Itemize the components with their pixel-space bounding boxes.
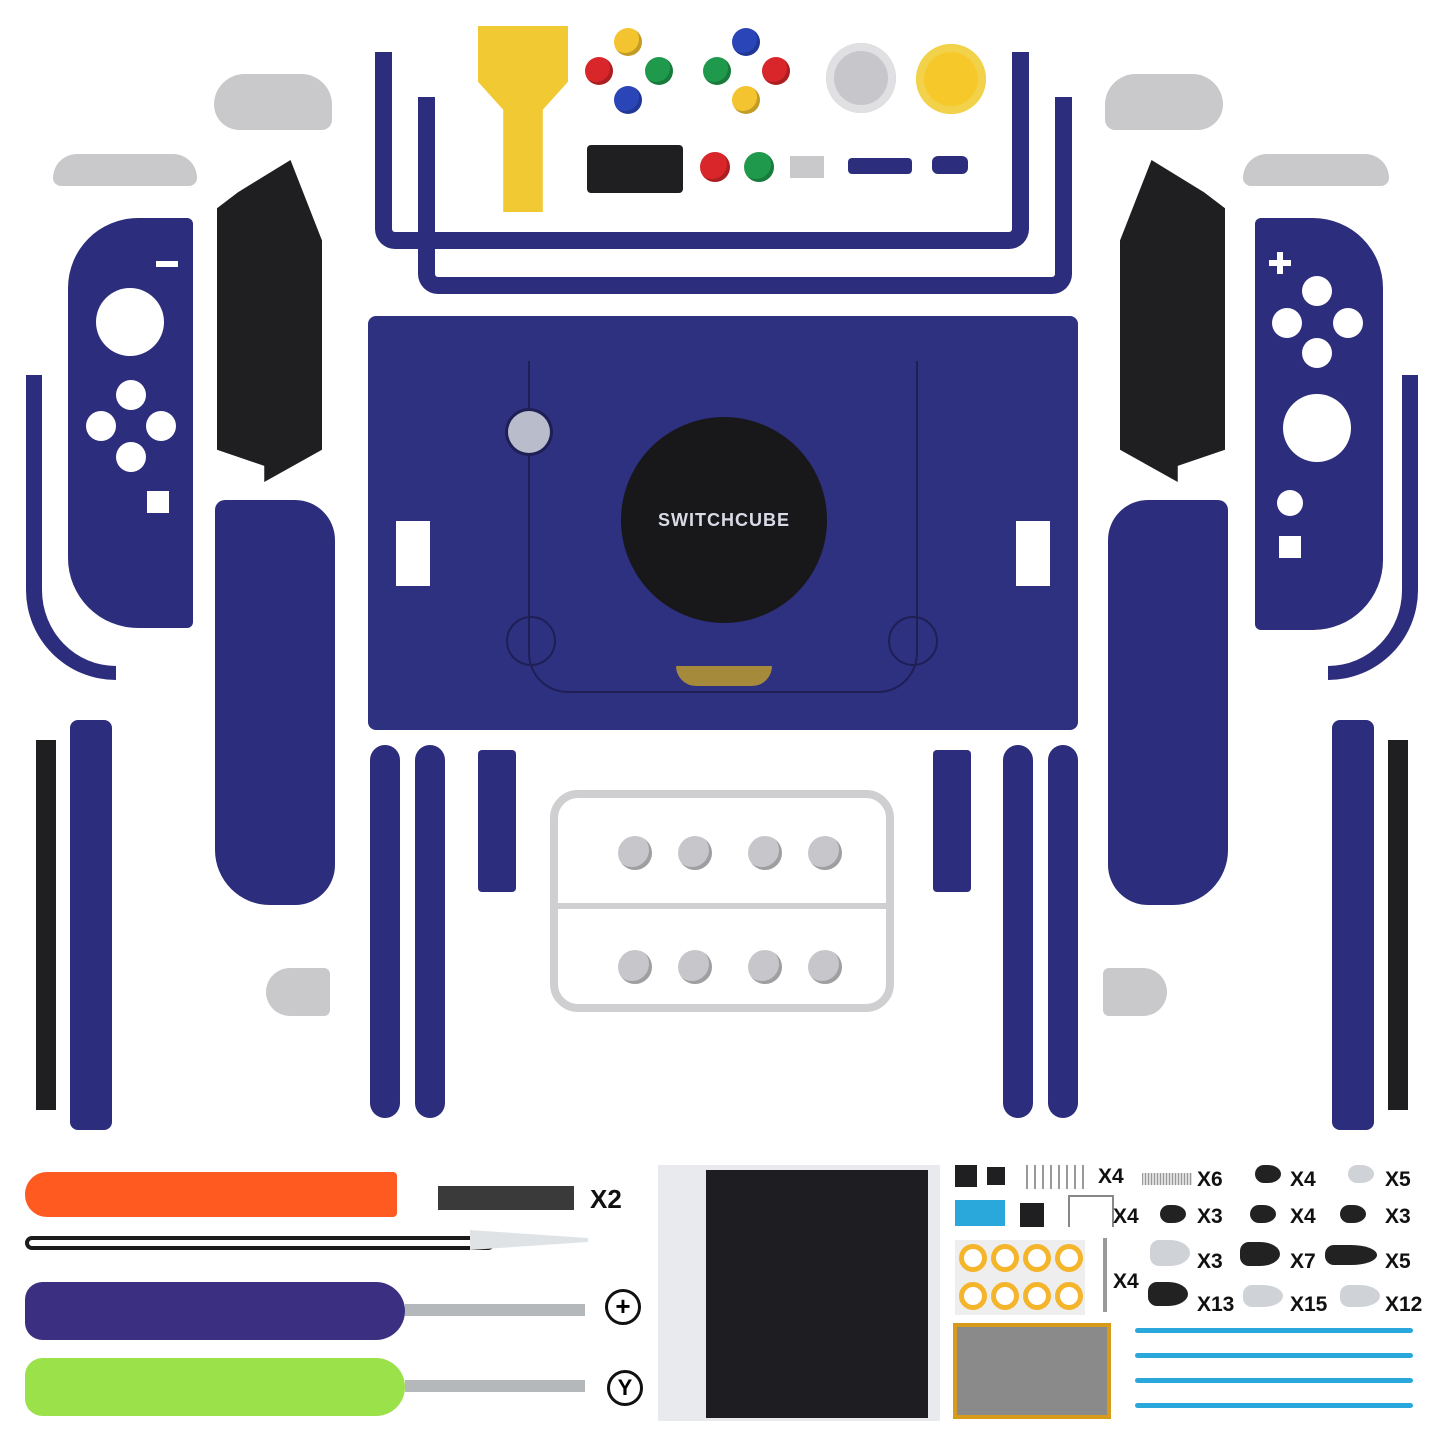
screw-icon [1243,1285,1283,1307]
thermal-pad [953,1323,1111,1419]
zr-trigger [1105,74,1223,130]
count-pins: X4 [1113,1270,1139,1293]
left-joycon-midframe [217,160,322,482]
screw-count: X12 [1385,1293,1423,1316]
right-joycon-back-shell [1108,500,1228,905]
slider-rail [1048,745,1078,1118]
tweezers-tip [470,1230,588,1250]
button-b2 [732,86,760,114]
pry-tool [25,1172,397,1217]
trigon-screwdriver-handle [25,1358,405,1416]
cable-tie [1135,1328,1413,1333]
screw-icon [1255,1165,1281,1183]
screw-count: X4 [1290,1205,1316,1228]
foam-count: X2 [590,1184,622,1214]
button-a2 [762,57,790,85]
spring-small [1142,1173,1192,1185]
screw-icon [1240,1242,1280,1266]
button-y2 [703,57,731,85]
cable-tie [1135,1403,1413,1408]
button-b3 [700,152,730,182]
screw-count: X3 [1197,1205,1223,1228]
right-side-rail-curve [1328,375,1418,680]
joycon-rail-left [70,720,112,1130]
count-spring-small: X6 [1197,1168,1223,1191]
blue-film [955,1200,1005,1226]
phillips-screwdriver-shaft [405,1304,585,1316]
screw-count: X15 [1290,1293,1328,1316]
thumbstick-gray [826,43,896,113]
trigon-screwdriver-shaft [405,1380,585,1392]
slider-rail [1003,745,1033,1118]
inner-frame [418,97,1072,294]
button-x2 [732,28,760,56]
count-wire-clip: X4 [1113,1205,1139,1228]
tweezers [25,1236,495,1250]
button-x [614,28,642,56]
trigger-stopper-left [266,968,330,1016]
count-spring-large: X4 [1098,1165,1124,1188]
slider-rail [415,745,445,1118]
button-y [585,57,613,85]
right-joycon-midframe [1120,160,1225,482]
left-side-rail-curve [26,375,116,680]
trigger-stopper-right [1103,968,1167,1016]
screw-count: X5 [1385,1168,1411,1191]
screw-count: X7 [1290,1250,1316,1273]
joycon-rail-right [1332,720,1374,1130]
outer-frame [375,52,1029,249]
cable-tie [1135,1353,1413,1358]
button-a3 [744,152,774,182]
screen-protector [658,1165,940,1421]
zl-trigger [214,74,332,130]
gray-button-sprue [550,790,894,1012]
screw-icon [1340,1285,1380,1307]
foam-pad-small [987,1167,1005,1185]
screw-icon [1148,1282,1188,1306]
phillips-screwdriver-handle [25,1282,405,1340]
switchcube-logo-disc: SWITCHCUBE [621,417,827,623]
screw-icon [1325,1245,1377,1265]
metal-rail-left [36,740,56,1110]
tri-wing-icon: Y [607,1370,643,1406]
outer-frame-right-post [995,52,1031,232]
sr-bracket [933,750,971,892]
screw-count: X4 [1290,1168,1316,1191]
sl-bracket [478,750,516,892]
screw-icon [1340,1205,1366,1223]
screw-count: X5 [1385,1250,1411,1273]
foam-squares [1020,1203,1044,1227]
thumbstick-yellow [916,44,986,114]
metal-rail-right [1388,740,1408,1110]
button-bracket [587,145,683,193]
adhesive-rings-sheet [955,1240,1085,1315]
button-a [645,57,673,85]
screw-count: X3 [1197,1250,1223,1273]
screw-icon [1348,1165,1374,1183]
screw-icon [1250,1205,1276,1223]
foam-strip [438,1186,574,1210]
screw-icon [1150,1240,1190,1266]
foam-pad [955,1165,977,1187]
r-button [1243,154,1389,186]
left-joycon-back-shell [215,500,335,905]
button-b [614,86,642,114]
cable-tie [1135,1378,1413,1383]
plus-minus-bar [848,158,912,174]
screw-count: X3 [1385,1205,1411,1228]
slider-rail [370,745,400,1118]
wire-clip [1068,1195,1114,1227]
screw-icon [1160,1205,1186,1223]
small-button [790,156,824,178]
console-back-plate [368,316,1078,730]
phillips-cross-icon: + [605,1289,641,1325]
home-button [932,156,968,174]
logo-text: SWITCHCUBE [658,509,790,530]
screw-count: X13 [1197,1293,1235,1316]
metal-pin [1103,1238,1107,1312]
l-button [53,154,197,186]
spring-large [1026,1165,1088,1189]
